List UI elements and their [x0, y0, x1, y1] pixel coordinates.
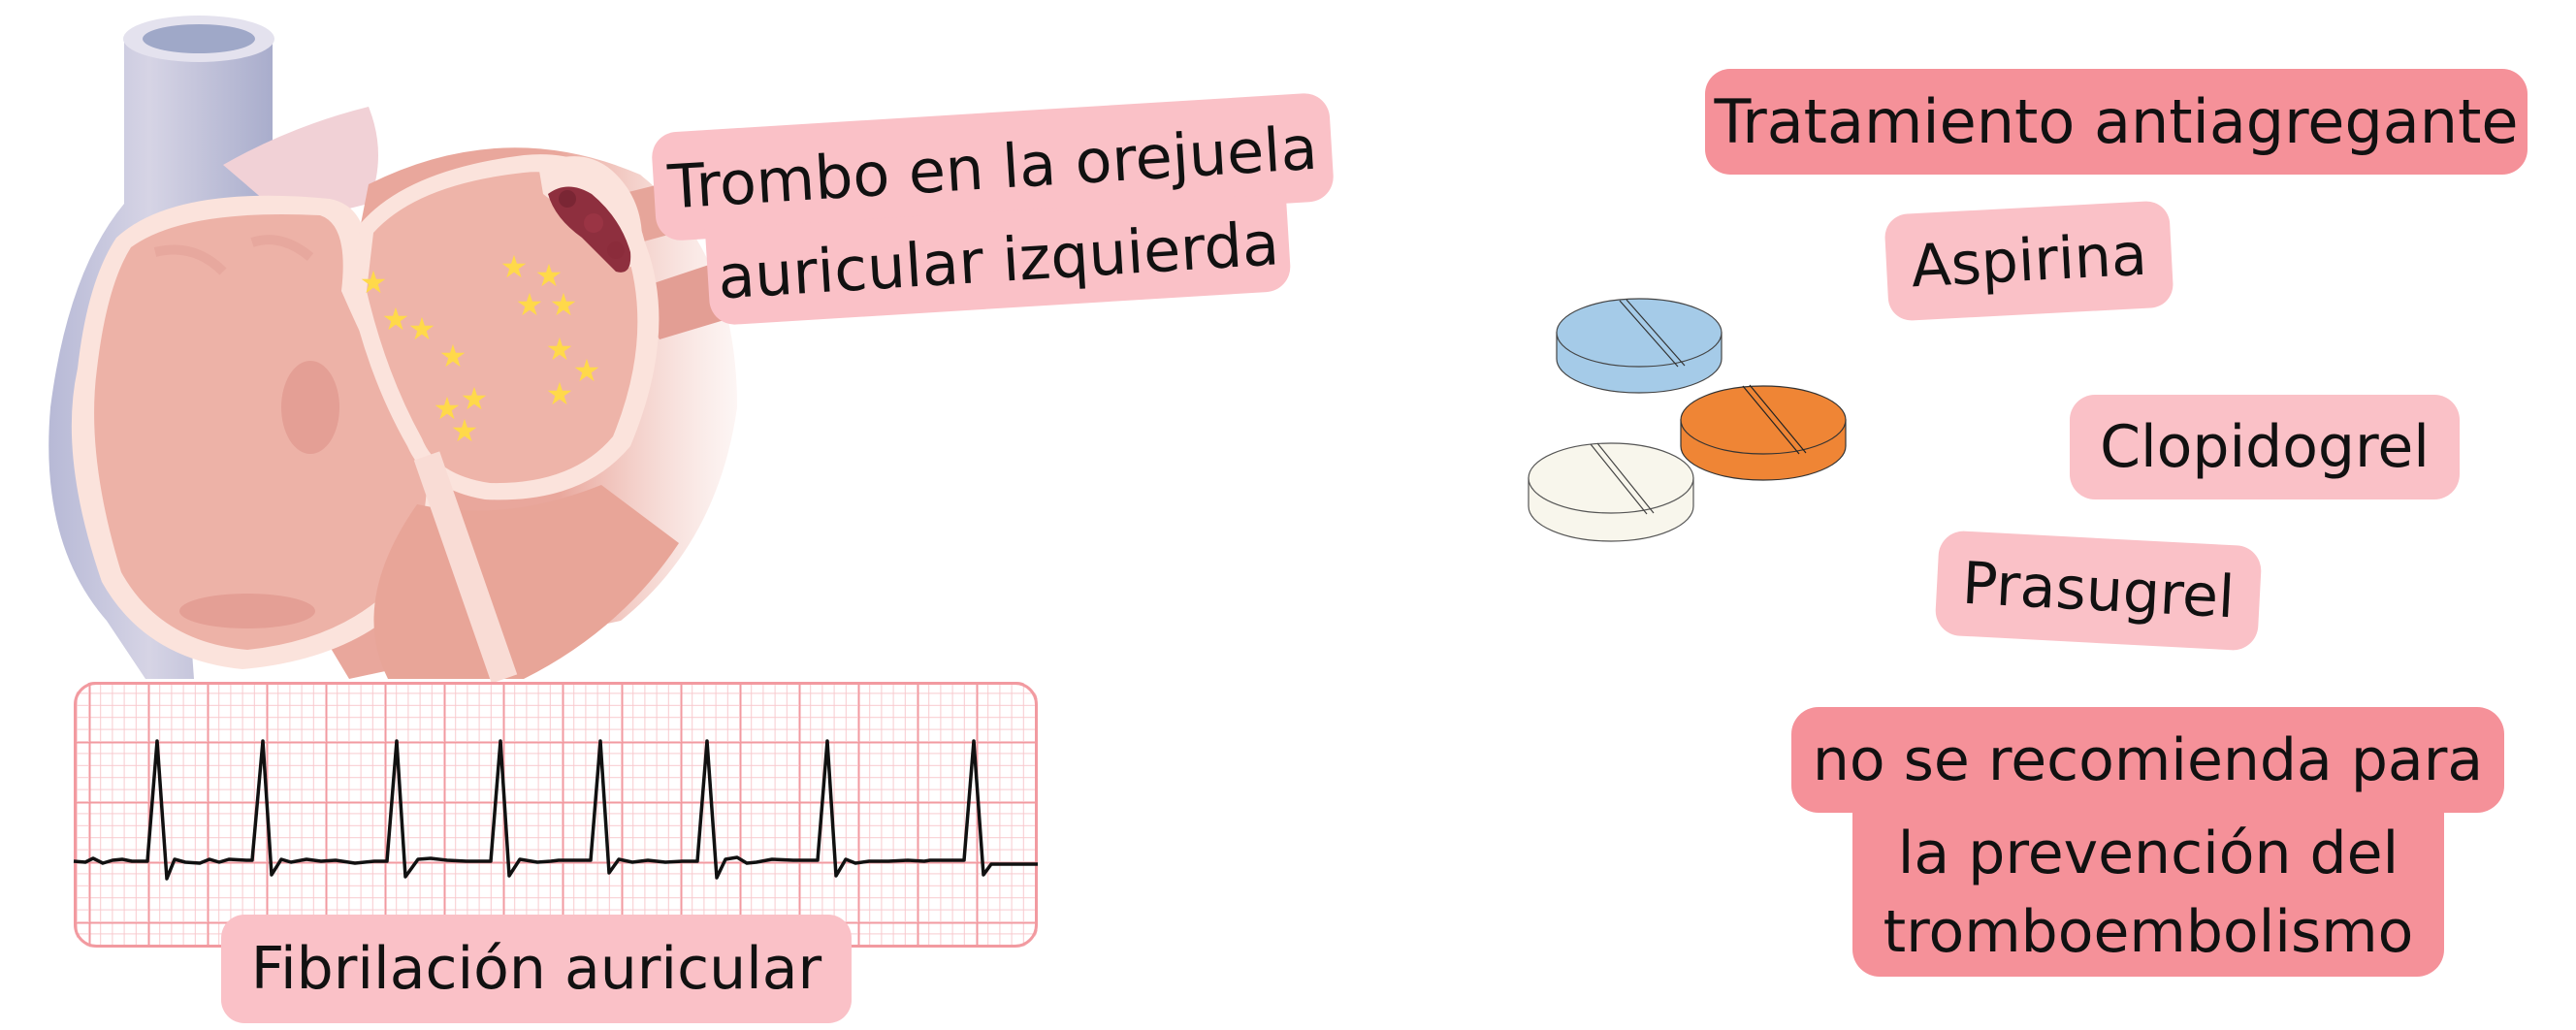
star-icons: ★ ★ ★ ★ ★ ★ ★ ★ ★ ★ ★ ★ ★ ★ [360, 248, 601, 449]
pills-illustration [1528, 298, 1847, 542]
drug-aspirina: Aspirina [1884, 200, 2174, 322]
svg-text:★: ★ [535, 257, 564, 294]
ecg-trace [73, 739, 1038, 881]
svg-text:★: ★ [382, 301, 410, 338]
blue-pill-icon [1556, 298, 1723, 394]
svg-text:★: ★ [550, 286, 578, 323]
recommendation-line1: no se recomienda para [1791, 707, 2504, 813]
svg-text:★: ★ [546, 375, 574, 412]
white-pill-icon [1528, 442, 1694, 542]
svg-text:★: ★ [408, 310, 436, 347]
svg-text:★: ★ [434, 390, 462, 427]
svg-text:★: ★ [573, 352, 601, 389]
thrombus-icon [548, 186, 631, 273]
ecg-label: Fibrilación auricular [221, 915, 852, 1023]
vein-opening [143, 24, 255, 53]
svg-text:★: ★ [546, 331, 574, 368]
drug-prasugrel: Prasugrel [1934, 530, 2263, 652]
svg-text:★: ★ [439, 338, 467, 374]
svg-text:★: ★ [451, 412, 479, 449]
orange-pill-icon [1680, 384, 1847, 481]
recommendation-box: no se recomienda para la prevención del … [1791, 707, 2504, 977]
recommendation-lower [1852, 804, 2444, 977]
svg-text:★: ★ [360, 264, 388, 301]
svg-text:★: ★ [500, 248, 529, 285]
right-chamber-inner [94, 213, 428, 650]
recommendation-line3: tromboembolismo [1883, 898, 2414, 966]
heart-illustration: ★ ★ ★ ★ ★ ★ ★ ★ ★ ★ ★ ★ ★ ★ [48, 16, 757, 684]
svg-text:★: ★ [516, 286, 544, 323]
recommendation-line2: la prevención del [1897, 820, 2399, 887]
drug-clopidogrel: Clopidogrel [2070, 395, 2460, 499]
svg-text:★: ★ [461, 380, 489, 417]
treatment-title: Tratamiento antiagregante [1705, 69, 2528, 175]
thrombus-label: Trombo en la orejuela auricular izquierd… [650, 75, 1341, 338]
left-atrium-inner [367, 172, 638, 484]
ecg-strip [73, 682, 1038, 948]
